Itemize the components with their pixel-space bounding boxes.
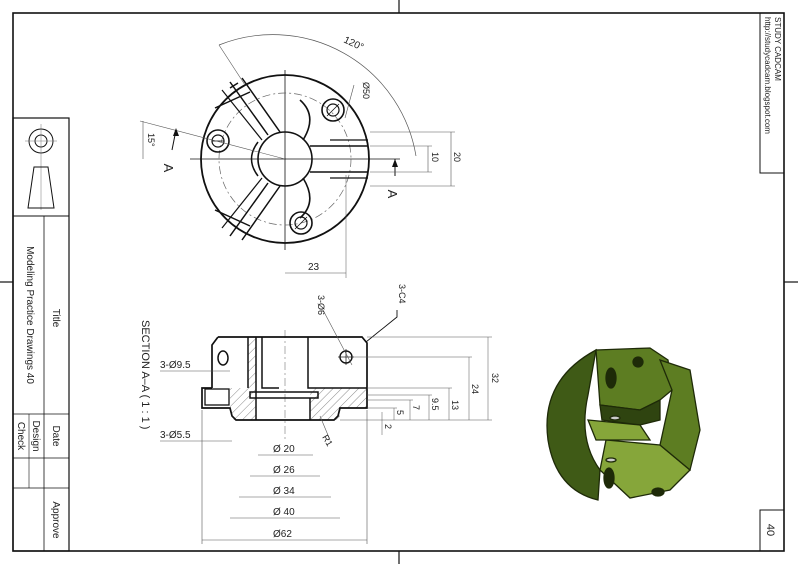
section-label: SECTION A–A ( 1 : 1 ) [139,320,151,429]
dia-20: Ø 20 [273,444,295,455]
holes-6-label: 3-Ø6 [316,295,326,315]
h-7: 7 [411,405,421,410]
hole-6-icon [338,349,354,365]
page-number-box: 40 [759,509,785,552]
h-32: 32 [490,373,500,383]
angle-120-label: 120° [342,35,365,54]
approve-label: Approve [50,501,61,539]
h-24: 24 [470,384,480,394]
dia-50-label: Ø50 [361,82,371,99]
isometric-model [546,347,701,501]
title-value: Modeling Practice Drawings 40 [24,246,35,384]
dia-62: Ø62 [273,529,292,540]
design-label: Design [30,420,41,451]
section-mark-right: A [385,190,400,199]
h-5: 5 [395,410,405,415]
dim-10: 10 [430,152,440,162]
bolt-hole-icon [321,98,345,122]
dia-26: Ø 26 [273,465,295,476]
date-label: Date [50,425,61,447]
bolt-hole-icon [289,211,313,235]
h-2: 2 [383,424,393,429]
credit-url: http://studycadcam.blogspot.com [763,17,772,134]
bolt-hole-icon [206,129,230,153]
h-9-5: 9.5 [430,398,440,411]
angle-15-label: 15° [146,133,156,147]
holes-55-label: 3-Ø5.5 [160,430,191,441]
credit-block: STUDY CADCAM http://studycadcam.blogspot… [759,12,785,174]
dia-40: Ø 40 [273,507,295,518]
holes-95-label: 3-Ø9.5 [160,360,191,371]
check-label: Check [15,422,26,451]
page-number: 40 [764,524,776,536]
dia-34: Ø 34 [273,486,295,497]
credit-name: STUDY CADCAM [773,17,782,81]
title-label: Title [50,309,61,328]
section-view: SECTION A–A ( 1 : 1 ) 3-Ø6 3-C4 3-Ø9.5 3… [139,284,500,544]
chamfer-label: 3-C4 [397,284,407,304]
section-mark-left: A [161,164,176,173]
dim-23: 23 [308,262,320,273]
top-view: 120° Ø50 15° A A 10 20 23 [139,34,462,278]
title-block: Title Modeling Practice Drawings 40 Date… [12,117,70,552]
dim-20: 20 [452,152,462,162]
radius-label: R1 [320,433,334,448]
projection-symbol-icon [25,124,57,210]
h-13: 13 [450,400,460,410]
